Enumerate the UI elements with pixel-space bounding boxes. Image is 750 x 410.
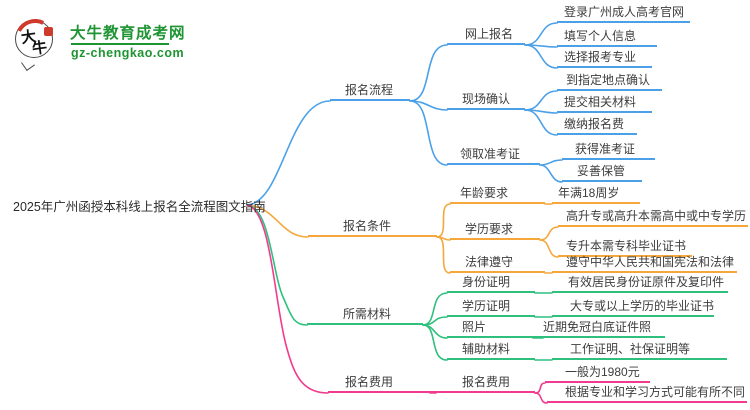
node-photo: 照片: [447, 318, 535, 338]
leaf-id-photo: 近期免冠白底证件照: [535, 318, 665, 338]
leaf-login-official-site: 登录广州成人高考官网: [557, 3, 690, 23]
logo-badge-char-2: 牛: [31, 39, 49, 58]
node-age-requirement: 年龄要求: [450, 184, 545, 204]
node-education-requirement: 学历要求: [450, 220, 540, 240]
leaf-choose-major: 选择报考专业: [557, 48, 652, 68]
leaf-id-card-copy: 有效居民身份证原件及复印件: [552, 273, 728, 293]
logo-brand-text: 大牛教育成考网: [70, 25, 186, 42]
logo-domain-text: gz-chengkao.com: [71, 46, 185, 60]
root-title: 2025年广州函授本科线上报名全流程图文指南: [13, 200, 266, 214]
leaf-pay-fee: 缴纳报名费: [557, 115, 637, 135]
leaf-fee-varies: 根据专业和学习方式可能有所不同: [547, 383, 747, 403]
leaf-work-social-proof: 工作证明、社保证明等: [552, 340, 727, 360]
leaf-fee-1980: 一般为1980元: [545, 363, 650, 383]
node-registration-fee: 报名费用: [328, 373, 430, 393]
logo-seal-icon: [44, 27, 53, 36]
node-law-compliance: 法律遵守: [450, 253, 545, 273]
leaf-highschool-requirement: 高升专或高升本需高中或中专学历: [558, 207, 748, 227]
leaf-fill-personal-info: 填写个人信息: [557, 27, 657, 47]
leaf-diploma-certificate: 大专或以上学历的毕业证书: [552, 297, 714, 317]
node-onsite-confirmation: 现场确认: [447, 90, 525, 110]
leaf-college-diploma-requirement: 专升本需专科毕业证书: [558, 237, 692, 257]
site-logo[interactable]: 大 牛 大牛教育成考网 gz-chengkao.com: [9, 13, 214, 71]
leaf-confirm-at-location: 到指定地点确认: [557, 71, 662, 91]
node-registration-process: 报名流程: [330, 81, 410, 101]
logo-bubble-icon: 大 牛: [9, 13, 61, 65]
node-get-admission-ticket: 领取准考证: [447, 145, 540, 165]
leaf-age-18: 年满18周岁: [552, 184, 640, 204]
leaf-submit-materials: 提交相关材料: [557, 93, 652, 113]
node-auxiliary-materials: 辅助材料: [447, 340, 535, 360]
node-identity-proof: 身份证明: [447, 273, 535, 293]
leaf-keep-safe: 妥善保管: [562, 162, 642, 182]
leaf-obtain-ticket: 获得准考证: [562, 140, 655, 160]
node-online-signup: 网上报名: [447, 25, 525, 45]
node-registration-fee-sub: 报名费用: [430, 373, 535, 393]
logo-divider: [71, 43, 169, 45]
node-required-materials: 所需材料: [307, 305, 423, 325]
node-education-proof: 学历证明: [447, 297, 535, 317]
leaf-abide-constitution: 遵守中华人民共和国宪法和法律: [552, 253, 737, 273]
node-registration-conditions: 报名条件: [308, 217, 437, 237]
